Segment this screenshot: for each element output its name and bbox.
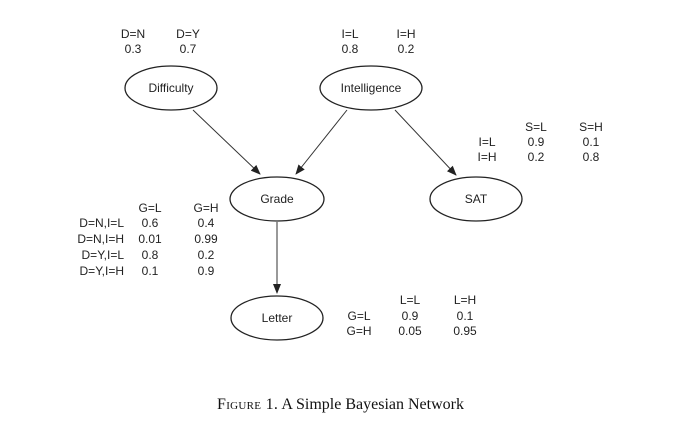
- cpt-value: 0.8: [342, 42, 359, 56]
- cpt-value: 0.9: [528, 135, 545, 149]
- cpt-row-label: D=Y,I=L: [82, 248, 125, 262]
- caption-text: A Simple Bayesian Network: [281, 396, 464, 413]
- cpt-header: S=H: [579, 120, 603, 134]
- node-letter-label: Letter: [262, 311, 293, 325]
- edge-intelligence-sat: [394, 109, 457, 176]
- cpt-value: 0.6: [142, 216, 159, 230]
- cpt-row-label: G=H: [346, 324, 371, 338]
- node-sat: SAT: [429, 176, 523, 222]
- node-difficulty: Difficulty: [124, 65, 218, 111]
- cpt-value: 0.8: [142, 248, 159, 262]
- cpt-value: 0.1: [142, 264, 159, 278]
- cpt-value: 0.4: [198, 216, 215, 230]
- edge-difficulty-grade: [192, 109, 261, 175]
- cpt-value: 0.99: [194, 232, 218, 246]
- node-letter: Letter: [230, 295, 324, 341]
- cpt-value: 0.9: [198, 264, 215, 278]
- node-sat-label: SAT: [465, 192, 488, 206]
- node-intelligence-label: Intelligence: [341, 81, 402, 95]
- cpt-value: 0.7: [180, 42, 197, 56]
- cpt-value: 0.2: [398, 42, 415, 56]
- cpt-grade: G=L G=H D=N,I=L 0.6 0.4 D=N,I=H 0.01 0.9…: [77, 201, 218, 278]
- cpt-header: D=N: [121, 27, 145, 41]
- cpt-header: I=H: [396, 27, 415, 41]
- cpt-value: 0.2: [528, 150, 545, 164]
- cpt-header: S=L: [525, 120, 547, 134]
- cpt-value: 0.01: [138, 232, 162, 246]
- cpt-sat: S=L S=H I=L 0.9 0.1 I=H 0.2 0.8: [477, 120, 602, 164]
- node-intelligence: Intelligence: [319, 65, 423, 111]
- cpt-header: L=L: [400, 293, 421, 307]
- node-difficulty-label: Difficulty: [148, 81, 193, 95]
- cpt-header: I=L: [341, 27, 358, 41]
- cpt-value: 0.1: [457, 309, 474, 323]
- bayesian-network-diagram: Difficulty Intelligence Grade SAT Letter…: [77, 27, 603, 341]
- figure-caption: Figure 1. A Simple Bayesian Network: [0, 396, 681, 414]
- cpt-value: 0.05: [398, 324, 422, 338]
- cpt-row-label: G=L: [347, 309, 370, 323]
- cpt-value: 0.8: [583, 150, 600, 164]
- cpt-header: L=H: [454, 293, 476, 307]
- cpt-value: 0.1: [583, 135, 600, 149]
- figure-label: Figure 1.: [217, 396, 279, 413]
- cpt-row-label: D=N,I=H: [77, 232, 124, 246]
- cpt-row-label: I=L: [478, 135, 495, 149]
- node-grade: Grade: [229, 176, 325, 222]
- cpt-difficulty: D=N D=Y 0.3 0.7: [121, 27, 200, 56]
- cpt-row-label: I=H: [477, 150, 496, 164]
- cpt-header: G=L: [138, 201, 161, 215]
- cpt-intelligence: I=L I=H 0.8 0.2: [341, 27, 415, 56]
- cpt-row-label: D=Y,I=H: [80, 264, 124, 278]
- node-grade-label: Grade: [260, 192, 294, 206]
- cpt-letter: L=L L=H G=L 0.9 0.1 G=H 0.05 0.95: [346, 293, 477, 338]
- cpt-header: D=Y: [176, 27, 200, 41]
- cpt-value: 0.3: [125, 42, 142, 56]
- edge-intelligence-grade: [295, 109, 348, 175]
- cpt-value: 0.9: [402, 309, 419, 323]
- cpt-header: G=H: [193, 201, 218, 215]
- cpt-row-label: D=N,I=L: [79, 216, 124, 230]
- cpt-value: 0.2: [198, 248, 215, 262]
- cpt-value: 0.95: [453, 324, 477, 338]
